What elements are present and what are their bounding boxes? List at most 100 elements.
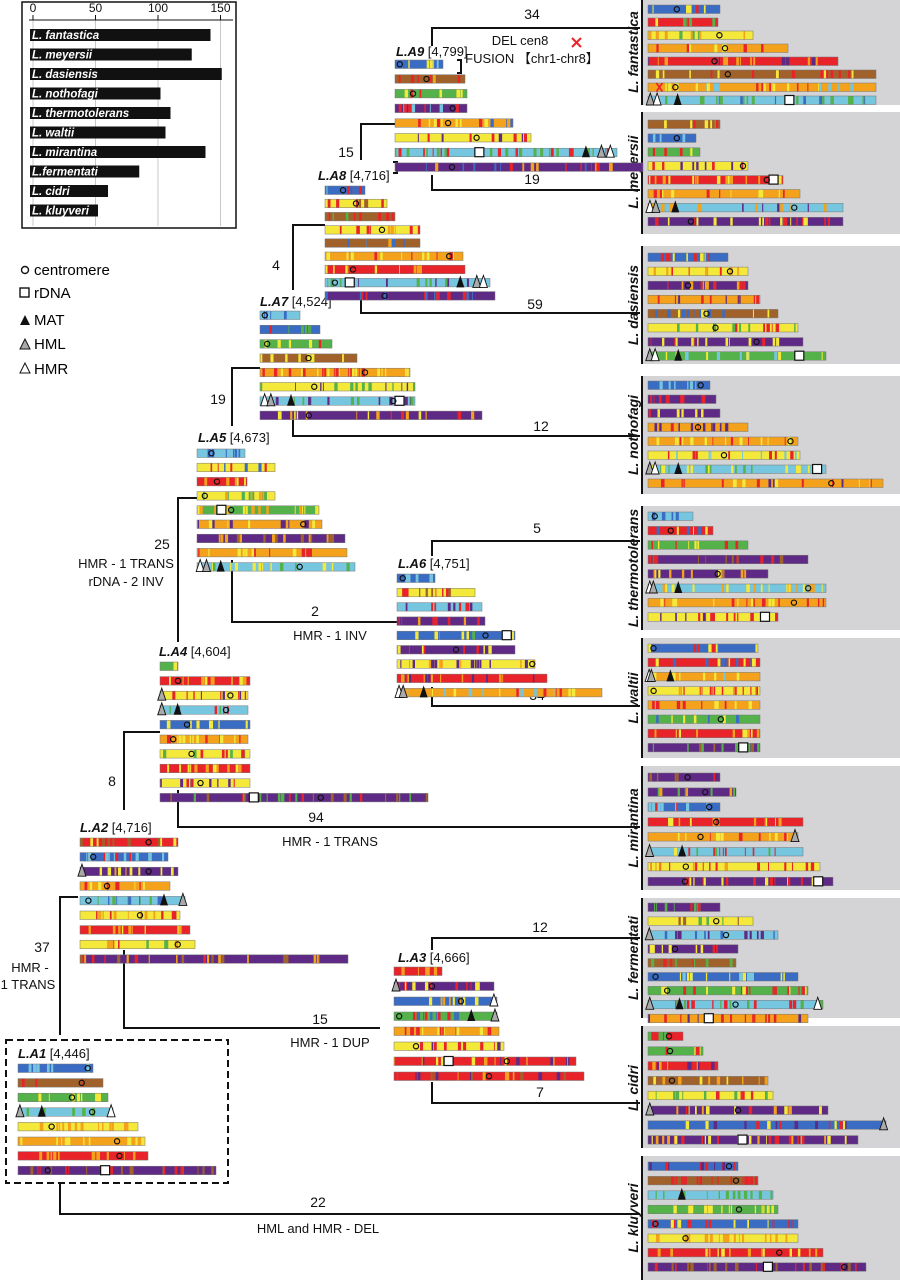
chromosome: [393, 1055, 577, 1067]
branch-a4-a5-value: 25: [154, 536, 170, 552]
chromosome: [79, 910, 181, 920]
chromosome: [17, 1063, 94, 1073]
hmr-icon: [195, 558, 205, 573]
species-nothofagi-chromosomes: [645, 380, 884, 488]
centromere-icon: [651, 513, 658, 520]
panel-thermotolerans: [643, 506, 900, 630]
bar-chart-row-label: L. thermotolerans: [32, 108, 129, 120]
deleted-centromere-icon: [571, 37, 582, 48]
centromere-icon: [694, 424, 702, 431]
centromere-icon: [145, 839, 152, 846]
chromosome: [17, 1122, 139, 1132]
centromere-icon: [449, 105, 456, 112]
branch-a4-mirantina-event: HMR - 1 TRANS: [282, 834, 378, 849]
centromere-icon: [390, 397, 397, 405]
centromere-icon: [805, 585, 812, 592]
centromere-icon: [716, 32, 723, 39]
chromosome: [647, 1076, 769, 1086]
chromosome: [647, 526, 714, 536]
centromere-icon: [113, 1138, 121, 1145]
branch-a2-a3-event: HMR - 1 DUP: [290, 1035, 369, 1050]
chromosome: [196, 533, 346, 543]
rdna-icon: [794, 350, 805, 361]
bar-chart-tick-label: 50: [89, 1, 103, 15]
chromosome: [647, 1046, 704, 1056]
branch-a2-a4-value: 8: [108, 773, 116, 789]
chromosome: [196, 462, 276, 472]
centromere-icon: [409, 90, 417, 97]
centromere-icon: [174, 941, 181, 948]
centromere-icon: [529, 660, 536, 668]
centromere-icon: [473, 134, 480, 141]
bar-chart-bar: [30, 29, 211, 41]
centromere-icon: [482, 632, 489, 639]
chromosome: [324, 264, 466, 274]
centromere-icon: [296, 563, 303, 571]
hml-icon: [490, 1007, 500, 1022]
branch-a6-thermotolerans-value: 5: [533, 520, 541, 536]
bar-chart-bar: [30, 185, 108, 197]
legend-hmr: HMR: [34, 361, 68, 378]
centromere-icon: [703, 310, 710, 317]
species-fermentati-chromosomes: [644, 902, 824, 1024]
mat-icon: [173, 702, 182, 715]
chromosome: [647, 569, 769, 579]
chromosome: [647, 1013, 809, 1024]
centromere-icon: [423, 75, 430, 83]
rdna-icon: [443, 1055, 454, 1067]
centromere-icon: [103, 882, 111, 890]
mat-legend-icon: [20, 315, 30, 325]
chromosome: [647, 916, 754, 926]
branch-a1-a2-event2: 1 TRANS: [1, 977, 56, 992]
rdna-icon: [759, 611, 771, 622]
chromosome: [647, 787, 737, 797]
centromere-icon: [227, 692, 234, 699]
hmr-legend-icon: [19, 361, 31, 374]
chromosome: [393, 992, 499, 1007]
bar-chart-bar: [30, 146, 206, 158]
bar-chart-row-label: L. cidri: [32, 186, 71, 198]
chromosome: [647, 43, 789, 53]
hml-icon: [266, 392, 276, 407]
ancestor-label-a5: L.A5 [4,673]: [198, 430, 270, 445]
centromere-icon: [444, 119, 452, 127]
mat-icon: [674, 462, 683, 474]
chromosome: [647, 266, 749, 276]
bar-chart-row-label: L.fermentati: [32, 167, 99, 179]
branch-a5-a6-value: 2: [311, 603, 319, 619]
chromosome: [647, 4, 721, 14]
chromosome: [647, 876, 834, 887]
species-mirantina-chromosomes: [644, 772, 834, 887]
hml-icon: [790, 828, 800, 843]
centromere-icon: [725, 1163, 733, 1170]
chromosome: [393, 966, 443, 976]
centromere-icon: [452, 646, 460, 653]
ancestor-L.A1-chromosomes: [15, 1063, 217, 1176]
chromosome: [647, 772, 721, 782]
species-label-waltii: L. waltii: [625, 671, 641, 723]
chromosome: [647, 1248, 824, 1258]
centromere-icon: [145, 868, 152, 875]
hml-icon: [398, 683, 408, 698]
centromere-icon: [672, 84, 679, 91]
chromosome: [396, 659, 536, 669]
centromere-icon: [503, 1058, 511, 1065]
chromosome: [647, 408, 721, 418]
bar-chart-tick-label: 0: [30, 1, 37, 15]
chromosome: [259, 410, 483, 420]
chromosome: [159, 676, 251, 686]
centromere-icon: [652, 1220, 659, 1228]
chromosome: [647, 174, 784, 185]
bar-chart-bar: [30, 87, 161, 100]
chromosome: [647, 217, 844, 227]
centromere-icon: [706, 803, 713, 811]
chromosome: [645, 995, 824, 1010]
chromosome: [324, 185, 366, 195]
centromere-icon: [300, 521, 307, 528]
branch-a4-mirantina-value: 94: [308, 809, 324, 825]
centromere-icon: [720, 452, 728, 459]
centromere-icon: [169, 736, 177, 743]
centromere-icon: [428, 983, 436, 990]
chromosome: [324, 198, 388, 208]
centromere-icon: [682, 1235, 689, 1242]
